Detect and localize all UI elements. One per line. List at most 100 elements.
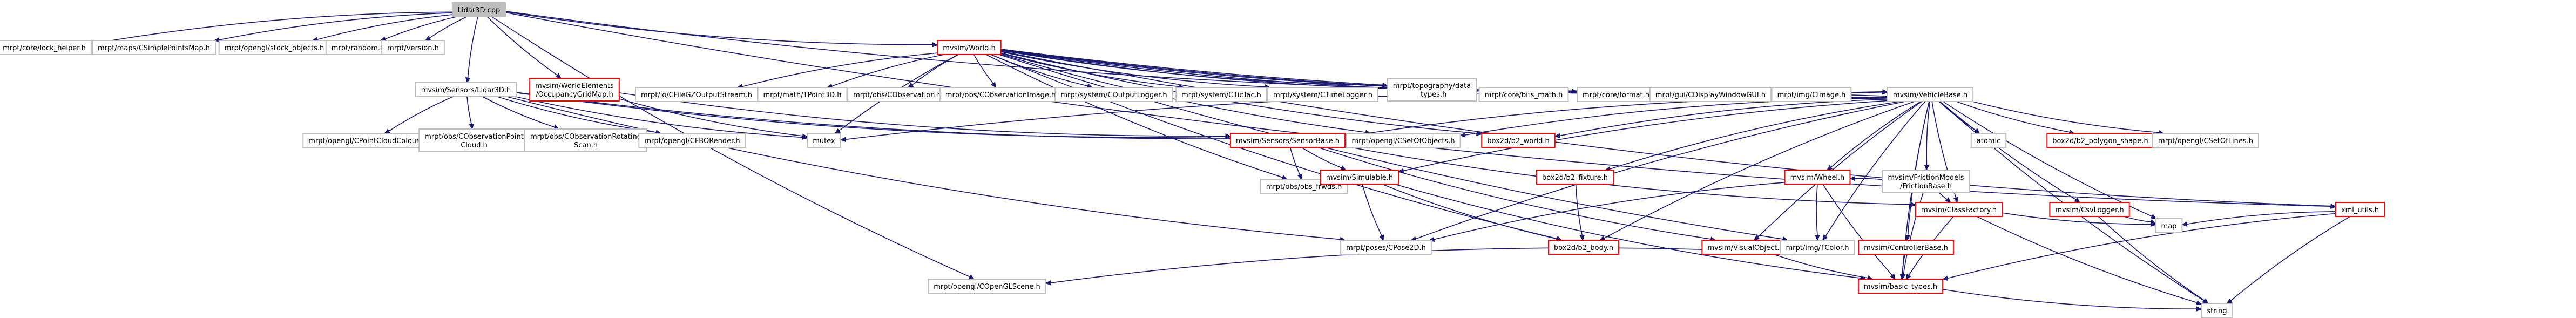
node-label: mrpt/obs/CObservationImage.h: [945, 91, 1056, 99]
node-format: mrpt/core/format.h: [1576, 87, 1656, 102]
node-topography: mrpt/topography/data_types.h: [1387, 78, 1477, 102]
node-label: mrpt/obs/CObservation.h: [853, 91, 942, 99]
edge-line: [515, 96, 803, 138]
node-sensorbase[interactable]: mvsim/Sensors/SensorBase.h: [1229, 133, 1346, 148]
node-box: [325, 40, 391, 55]
edge-arrowhead: [424, 36, 431, 41]
node-random: mrpt/random.h: [325, 40, 391, 55]
node-box: [302, 133, 441, 148]
node-wheel[interactable]: mvsim/Wheel.h: [1784, 170, 1851, 185]
edge-line: [742, 52, 938, 87]
node-label: mrpt/gui/CDisplayWindowGUI.h: [1655, 91, 1766, 99]
node-label: mvsim/ControllerBase.h: [1864, 244, 1948, 252]
edge-arrowhead: [802, 133, 808, 139]
edge-lidar3d-cpp-to-version: [424, 16, 467, 41]
node-label: mrpt/system/CTimeLogger.h: [1273, 91, 1372, 99]
edge-line: [1822, 184, 1893, 276]
node-box: [1387, 78, 1477, 102]
node-visualobject[interactable]: mvsim/VisualObject.h: [1701, 240, 1790, 255]
node-label: /OccupancyGridMap.h: [536, 91, 613, 99]
node-controllerbase[interactable]: mvsim/ControllerBase.h: [1858, 240, 1954, 255]
edge-line: [1773, 254, 1868, 279]
graph-edges: [90, 11, 2350, 312]
edge-sensorbase-to-classfactory: [1344, 146, 1917, 207]
edge-line: [1757, 101, 1922, 238]
node-label: mrpt/maps/CSimplePointsMap.h: [98, 44, 210, 52]
node-version: mrpt/version.h: [381, 40, 445, 55]
node-world-h[interactable]: mvsim/World.h: [937, 40, 1002, 55]
node-csvlogger[interactable]: mvsim/CsvLogger.h: [2049, 202, 2130, 217]
node-box: [1701, 240, 1790, 255]
node-clock-helper: mrpt/core/lock_helper.h: [0, 40, 92, 55]
node-box: [451, 2, 506, 17]
edge-arrowhead: [1953, 197, 1959, 204]
edge-line: [486, 16, 558, 76]
node-box: [1857, 279, 1944, 294]
node-b2-body[interactable]: box2d/b2_body.h: [1547, 240, 1620, 255]
edge-sensors-lidar3d-h-to-cobservationrotatingscan: [482, 96, 560, 130]
edge-arrowhead: [1379, 234, 1384, 241]
node-box: [1547, 240, 1620, 255]
node-obs-frwds: mrpt/obs/obs_frwds.h: [1260, 179, 1348, 194]
node-label: mvsim/Sensors/Lidar3D.h: [421, 86, 511, 94]
edge-arrowhead: [1459, 132, 1466, 138]
edge-line: [1855, 178, 1883, 180]
edge-line: [1382, 184, 1557, 240]
node-box: [1229, 133, 1346, 148]
node-label: mvsim/FrictionModels: [1888, 174, 1964, 182]
node-box: [1576, 87, 1656, 102]
edge-lidar3d-cpp-to-csimplepointsmap: [213, 12, 452, 43]
node-basic-types[interactable]: mvsim/basic_types.h: [1857, 279, 1944, 294]
node-label: mrpt/core/format.h: [1583, 91, 1649, 99]
node-label: mvsim/VehicleBase.h: [1893, 91, 1968, 99]
node-b2-fixture[interactable]: box2d/b2_fixture.h: [1536, 170, 1614, 185]
edge-arrowhead: [2195, 300, 2202, 305]
node-ctimelogger: mrpt/system/CTimeLogger.h: [1267, 87, 1378, 102]
node-box: [928, 279, 1046, 294]
node-label: map: [2161, 222, 2177, 231]
node-classfactory[interactable]: mvsim/ClassFactory.h: [1915, 202, 2003, 217]
node-occupancy-gridmap[interactable]: mvsim/WorldElements/OccupancyGridMap.h: [529, 78, 620, 102]
edge-world-h-to-obs-frwds: [985, 54, 1288, 180]
edge-line: [1289, 147, 1301, 175]
node-label: mrpt/poses/CPose2D.h: [1346, 244, 1426, 252]
node-b2-polygon-shape[interactable]: box2d/b2_polygon_shape.h: [2046, 133, 2154, 148]
node-box: [1478, 87, 1569, 102]
node-label: mutex: [813, 137, 835, 145]
node-b2-world[interactable]: box2d/b2_world.h: [1481, 133, 1556, 148]
edge-line: [1403, 100, 1888, 172]
node-box: [1536, 170, 1614, 185]
node-lidar3d-cpp: Lidar3D.cpp: [451, 2, 506, 17]
node-box: [381, 40, 445, 55]
edge-line: [1434, 182, 1785, 240]
edge-line: [1956, 101, 2070, 133]
node-box: [2152, 133, 2259, 148]
node-box: [1882, 170, 1970, 193]
node-label: mvsim/basic_types.h: [1864, 283, 1937, 291]
edge-line: [1976, 216, 2198, 303]
edge-line: [1939, 101, 2077, 200]
edge-vehiclebase-to-wheel: [1826, 101, 1921, 171]
node-label: box2d/b2_world.h: [1487, 137, 1550, 145]
node-coutputlogger: mrpt/system/COutputLogger.h: [1054, 87, 1173, 102]
node-xml-utils[interactable]: xml_utils.h: [2335, 202, 2385, 217]
node-label: Cloud.h: [461, 141, 488, 150]
node-label: mrpt/opengl/stock_objects.h: [225, 44, 324, 52]
node-box: [415, 82, 517, 97]
node-sensors-lidar3d-h: mvsim/Sensors/Lidar3D.h: [415, 82, 517, 97]
node-simulable[interactable]: mvsim/Simulable.h: [1320, 170, 1399, 185]
edge-frictionbase-to-classfactory: [1939, 192, 1951, 203]
edge-line: [1942, 289, 2197, 309]
edge-line: [429, 16, 467, 39]
edge-arrowhead: [1905, 234, 1911, 241]
node-box: [1887, 87, 1974, 102]
edge-line: [1415, 101, 1905, 240]
edge-line: [505, 11, 933, 45]
node-box: [0, 40, 92, 55]
edge-arrowhead: [213, 37, 220, 43]
node-box: [418, 128, 530, 152]
node-cfborender: mrpt/opengl/CFBORender.h: [638, 133, 746, 148]
edge-vehiclebase-to-b2-body: [1599, 101, 1915, 241]
node-label: mrpt/opengl/COpenGLScene.h: [934, 283, 1040, 291]
